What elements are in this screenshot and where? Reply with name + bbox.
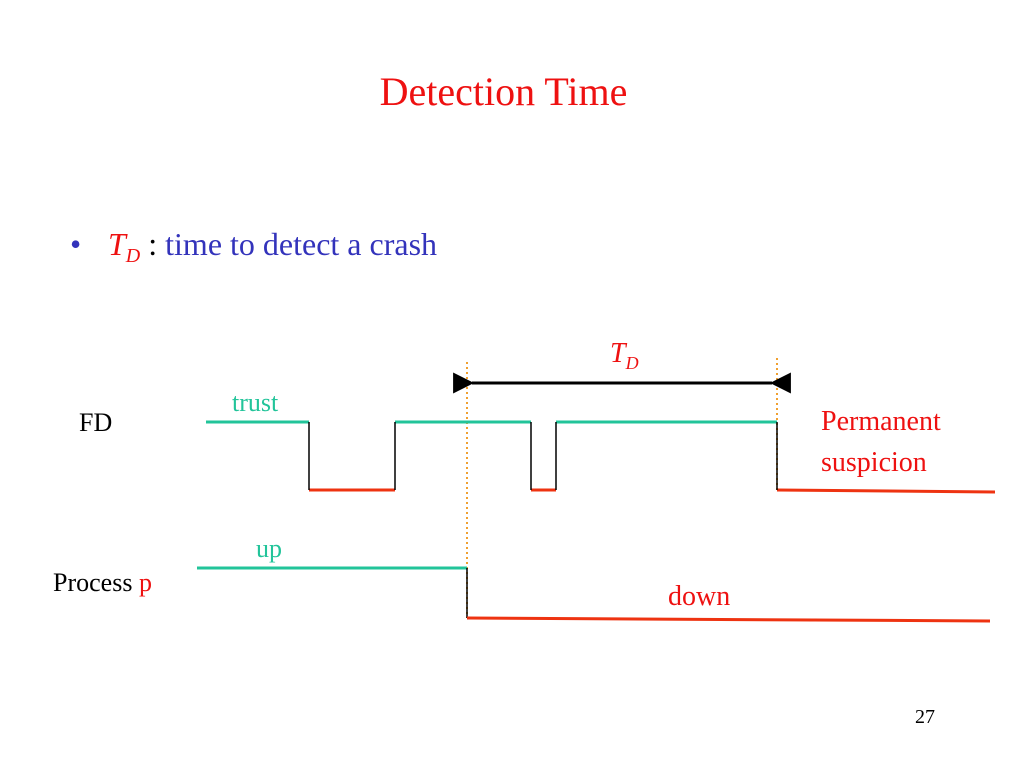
bullet-colon: : [148, 226, 158, 262]
suspicion-label: suspicion [821, 447, 927, 478]
trust-label: trust [232, 388, 279, 417]
fd-permanent-suspect-segment [776, 488, 996, 494]
bullet-dot-icon: • [70, 226, 82, 262]
bullet-item: • TD : time to detect a crash [70, 222, 437, 266]
up-label: up [256, 534, 282, 563]
slide-title: Detection Time [379, 69, 628, 114]
td-arrow-label: TD [610, 338, 639, 373]
td-symbol: TD [108, 226, 140, 266]
down-label: down [668, 581, 730, 612]
fd-label: FD [79, 408, 112, 437]
page-number: 27 [915, 706, 935, 728]
td-symbol-letter: T [108, 226, 126, 262]
bullet-text: time to detect a crash [165, 226, 438, 262]
process-down-segment [466, 616, 991, 623]
process-label: Process p [53, 568, 152, 597]
permanent-label: Permanent [821, 406, 941, 437]
td-symbol-subscript: D [125, 245, 141, 267]
